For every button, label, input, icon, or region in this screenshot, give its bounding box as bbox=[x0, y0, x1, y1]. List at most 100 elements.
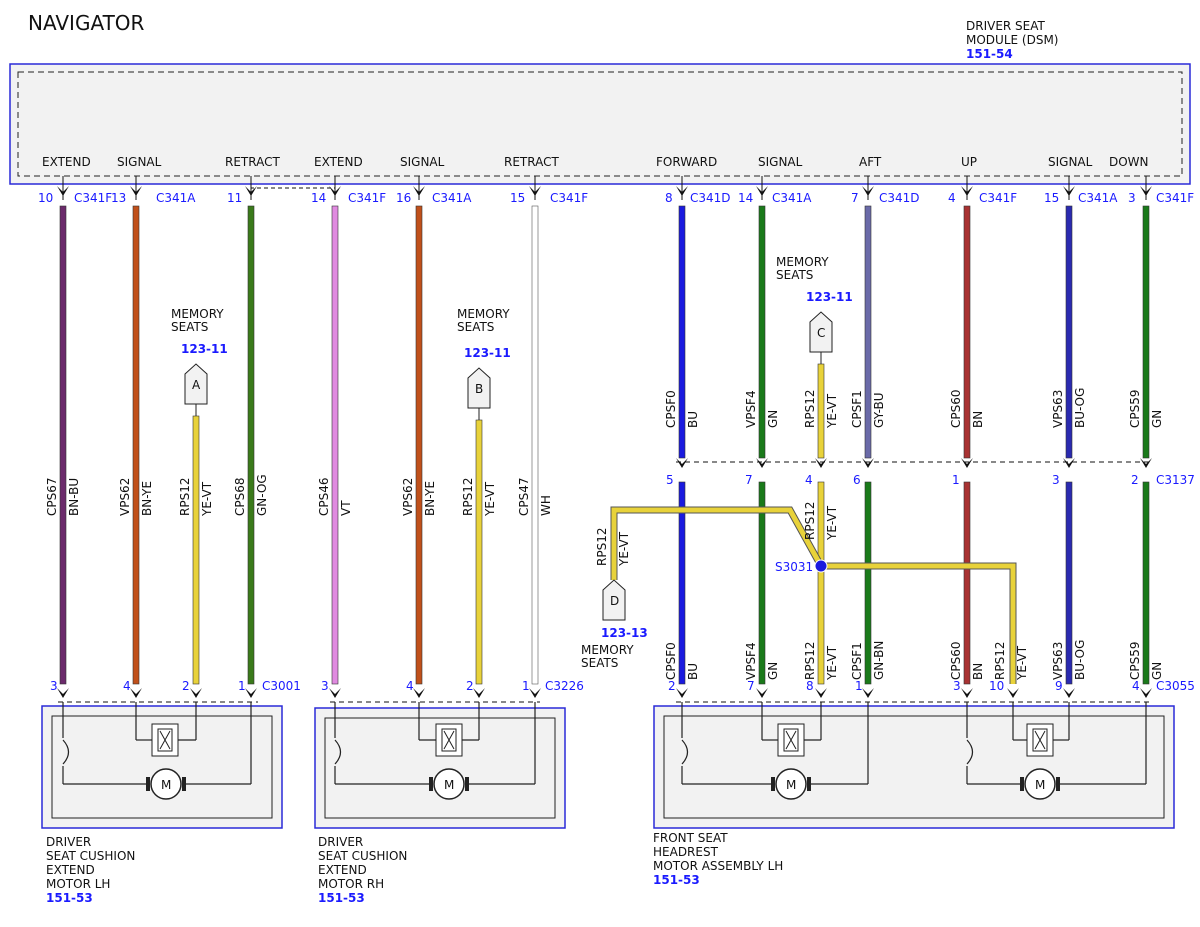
svg-text:SEAT CUSHION: SEAT CUSHION bbox=[46, 849, 135, 863]
wires-right-upper bbox=[678, 205, 1150, 459]
svg-text:DRIVER: DRIVER bbox=[318, 835, 363, 849]
memory-ref-b[interactable]: MEMORY SEATS 123-11 B bbox=[457, 307, 511, 420]
pin-label: AFT bbox=[859, 155, 882, 169]
svg-text:RPS12: RPS12 bbox=[993, 642, 1007, 680]
wire-cps47 bbox=[531, 205, 539, 685]
pin-label: EXTEND bbox=[42, 155, 91, 169]
offpage-connector-icon bbox=[184, 363, 208, 405]
pin-number: 8 bbox=[665, 191, 673, 205]
switch-icon bbox=[62, 739, 70, 765]
svg-text:YE-VT: YE-VT bbox=[483, 481, 497, 517]
headrest-motor-assembly: M M bbox=[653, 702, 1175, 829]
svg-text:VPS63: VPS63 bbox=[1051, 642, 1065, 680]
diagram-title: NAVIGATOR bbox=[28, 11, 145, 35]
potentiometer-icon bbox=[151, 723, 179, 757]
motor-icon: M bbox=[1020, 768, 1060, 800]
wire-labels-left: CPS67 BN-BU VPS62 BN-YE RPS12 YE-VT CPS6… bbox=[45, 474, 269, 517]
wire-labels-right-upper: CPSF0 BU VPSF4 GN RPS12 YE-VT CPSF1 GY-B… bbox=[664, 388, 1164, 429]
potentiometer-icon bbox=[1026, 723, 1054, 757]
svg-text:EXTEND: EXTEND bbox=[46, 863, 95, 877]
dsm-inner-boundary bbox=[17, 71, 1183, 177]
pin-label: UP bbox=[961, 155, 977, 169]
svg-text:C: C bbox=[817, 326, 825, 340]
svg-text:123-11: 123-11 bbox=[464, 346, 511, 360]
svg-text:CPS59: CPS59 bbox=[1128, 389, 1142, 428]
svg-text:SEATS: SEATS bbox=[776, 268, 813, 282]
c3226-label: C3226 bbox=[545, 679, 584, 693]
svg-text:2: 2 bbox=[182, 679, 190, 693]
svg-text:BN: BN bbox=[971, 411, 985, 428]
dsm-pin-labels: EXTEND SIGNAL RETRACT EXTEND SIGNAL RETR… bbox=[42, 155, 1149, 169]
svg-text:MEMORY: MEMORY bbox=[457, 307, 510, 321]
svg-text:YE-VT: YE-VT bbox=[200, 481, 214, 517]
svg-text:1: 1 bbox=[855, 679, 863, 693]
memory-ref-d[interactable]: RPS12 YE-VT D 123-13 MEMORY SEATS bbox=[581, 528, 648, 670]
svg-text:3: 3 bbox=[50, 679, 58, 693]
svg-text:VPS63: VPS63 bbox=[1051, 390, 1065, 428]
motor-lh-component: M bbox=[41, 702, 283, 829]
motor-rh-component: M bbox=[314, 702, 566, 829]
svg-text:CPS68: CPS68 bbox=[233, 477, 247, 516]
memory-ref-a[interactable]: MEMORY SEATS 123-11 A bbox=[171, 307, 228, 416]
svg-text:CPSF1: CPSF1 bbox=[850, 642, 864, 680]
pin-connector: C341F bbox=[550, 191, 588, 205]
svg-text:M: M bbox=[161, 778, 171, 792]
svg-text:YE-VT: YE-VT bbox=[617, 531, 631, 567]
svg-text:BU-OG: BU-OG bbox=[1073, 388, 1087, 428]
svg-text:GN: GN bbox=[1150, 410, 1164, 428]
potentiometer-icon bbox=[777, 723, 805, 757]
motor-icon: M bbox=[771, 768, 811, 800]
pin-connector: C341D bbox=[690, 191, 731, 205]
svg-text:4: 4 bbox=[123, 679, 131, 693]
svg-text:GN-BN: GN-BN bbox=[872, 641, 886, 680]
c3137-pins: 5 7 4 6 1 3 2 C3137 bbox=[666, 473, 1195, 487]
motor-icon: M bbox=[146, 768, 186, 800]
connector-link-dashed bbox=[250, 187, 336, 196]
svg-text:7: 7 bbox=[747, 679, 755, 693]
wires-right-lower bbox=[678, 481, 1150, 685]
component-ref-link[interactable]: 151-53 bbox=[653, 873, 700, 887]
offpage-connector-icon bbox=[467, 367, 491, 409]
svg-text:YE-VT: YE-VT bbox=[825, 393, 839, 429]
wire-vps62 bbox=[132, 205, 140, 685]
svg-text:5: 5 bbox=[666, 473, 674, 487]
svg-text:GN: GN bbox=[766, 662, 780, 680]
switch-icon bbox=[334, 739, 342, 765]
wire-rps12-a bbox=[192, 415, 200, 685]
c3001-label: C3001 bbox=[262, 679, 301, 693]
wire-cps46 bbox=[331, 205, 339, 685]
svg-text:123-13: 123-13 bbox=[601, 626, 648, 640]
svg-text:GN-OG: GN-OG bbox=[255, 474, 269, 516]
svg-text:10: 10 bbox=[989, 679, 1004, 693]
pin-label: FORWARD bbox=[656, 155, 717, 169]
module-ref-link[interactable]: 151-54 bbox=[966, 47, 1013, 61]
splice-harness bbox=[610, 506, 1017, 684]
svg-text:CPS46: CPS46 bbox=[317, 477, 331, 516]
svg-text:9: 9 bbox=[1055, 679, 1063, 693]
svg-text:BN-BU: BN-BU bbox=[67, 478, 81, 516]
pin-label: RETRACT bbox=[225, 155, 280, 169]
pin-label: DOWN bbox=[1109, 155, 1149, 169]
svg-text:3: 3 bbox=[953, 679, 961, 693]
svg-text:1: 1 bbox=[952, 473, 960, 487]
wires-left-motor bbox=[59, 205, 255, 685]
svg-text:BU: BU bbox=[686, 411, 700, 428]
component-ref-link[interactable]: 151-53 bbox=[46, 891, 93, 905]
svg-text:BN-YE: BN-YE bbox=[423, 481, 437, 516]
svg-text:MEMORY: MEMORY bbox=[776, 255, 829, 269]
svg-text:CPSF0: CPSF0 bbox=[664, 390, 678, 428]
svg-text:WH: WH bbox=[539, 495, 553, 516]
pin-number: 10 bbox=[38, 191, 53, 205]
svg-text:SEATS: SEATS bbox=[171, 320, 208, 334]
pin-connector: C341A bbox=[1078, 191, 1118, 205]
motor-icon: M bbox=[429, 768, 469, 800]
svg-text:CPS60: CPS60 bbox=[949, 389, 963, 428]
svg-text:MEMORY: MEMORY bbox=[171, 307, 224, 321]
component-ref-link[interactable]: 151-53 bbox=[318, 891, 365, 905]
memory-ref-c[interactable]: MEMORY SEATS 123-11 C bbox=[776, 255, 853, 364]
svg-text:YE-VT: YE-VT bbox=[825, 645, 839, 681]
svg-text:VPSF4: VPSF4 bbox=[744, 390, 758, 428]
pin-number: 15 bbox=[510, 191, 525, 205]
svg-text:7: 7 bbox=[745, 473, 753, 487]
